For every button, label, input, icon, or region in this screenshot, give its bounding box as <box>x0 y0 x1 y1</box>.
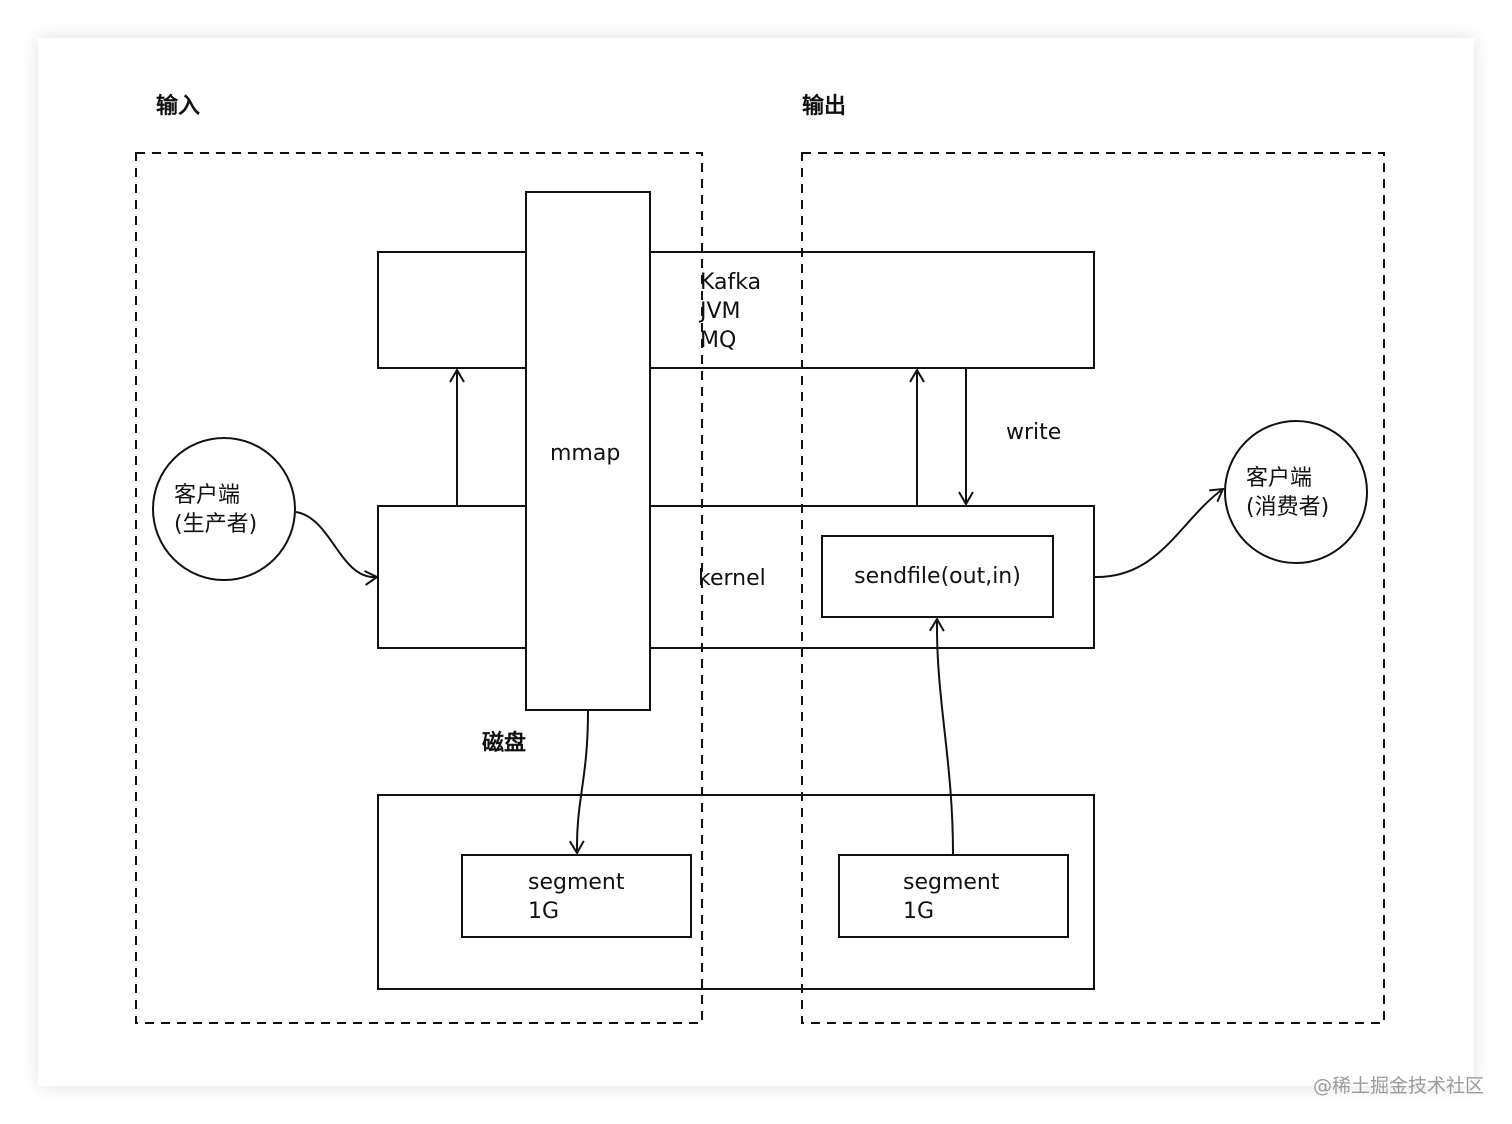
mmap-to-segment-arrow <box>568 710 589 855</box>
input-title: 输入 <box>156 94 201 119</box>
sendfile-box <box>821 535 1054 618</box>
segment-right-line-1: segment <box>903 870 1000 895</box>
consumer-label: 客户端 (消费者) <box>1246 464 1329 522</box>
producer-line-2: (生产者) <box>174 512 258 537</box>
segment-label-right: segment 1G <box>903 868 1000 926</box>
disk-box <box>377 794 1095 990</box>
producer-circle <box>152 437 296 581</box>
mmap-box <box>525 191 651 711</box>
jvm-label-line-1: Kafka <box>700 270 762 295</box>
producer-to-kernel-arrow <box>295 511 379 586</box>
segment-box-right <box>838 854 1069 938</box>
jvm-label-line-2: JVM <box>700 299 741 324</box>
consumer-line-1: 客户端 <box>1246 466 1313 491</box>
jvm-box <box>377 251 1095 369</box>
segment-box-left <box>461 854 692 938</box>
segment-to-sendfile-arrow <box>928 617 954 855</box>
kernel-to-consumer-arrow <box>1094 487 1225 579</box>
watermark: @稀土掘金技术社区 <box>1312 1075 1484 1097</box>
disk-label: 磁盘 <box>482 731 527 756</box>
jvm-label-line-3: MQ <box>700 328 737 353</box>
diagram-card <box>38 38 1474 1086</box>
consumer-line-2: (消费者) <box>1246 495 1330 520</box>
sendfile-label: sendfile(out,in) <box>854 564 1021 589</box>
output-title: 输出 <box>802 94 847 119</box>
segment-left-line-2: 1G <box>528 899 560 924</box>
input-region-box <box>135 152 703 1024</box>
segment-label-left: segment 1G <box>528 868 625 926</box>
write-label: write <box>1006 420 1062 445</box>
segment-left-line-1: segment <box>528 870 625 895</box>
segment-right-line-2: 1G <box>903 899 935 924</box>
jvm-label: Kafka JVM MQ <box>700 268 761 355</box>
consumer-circle <box>1224 420 1368 564</box>
mmap-label: mmap <box>550 441 621 466</box>
kernel-label: kernel <box>698 566 766 591</box>
producer-line-1: 客户端 <box>174 483 241 508</box>
producer-label: 客户端 (生产者) <box>174 481 257 539</box>
output-region-box <box>801 152 1385 1024</box>
